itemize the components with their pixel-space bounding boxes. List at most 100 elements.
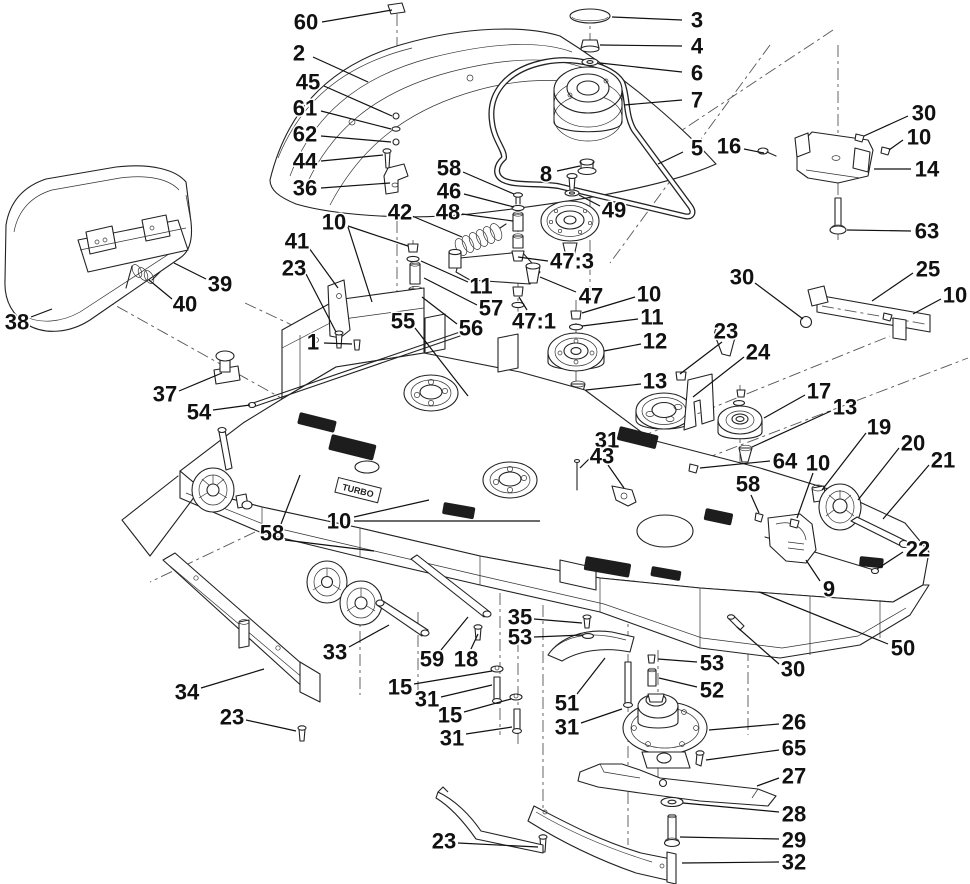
callout-leader-13 [585,383,642,391]
callout-label-1: 1 [307,330,319,355]
callout-leader-47:1 [518,296,528,311]
callout-label-6: 6 [691,61,703,86]
callout-label-37: 37 [153,382,177,407]
callout-leader-63 [846,229,912,232]
callout-label-20: 20 [901,431,925,456]
callout-leader-58 [750,494,760,514]
clutch-brake-assembly [540,158,600,257]
callout-leader-31 [440,684,493,698]
callout-leader-18 [470,633,479,650]
callout-leader-37 [178,372,223,392]
callout-label-47:3: 47:3 [550,249,594,274]
callout-label-53: 53 [700,651,724,676]
callout-label-11: 11 [469,274,492,299]
callout-leader-10 [888,139,904,151]
callout-leader-15 [463,698,512,713]
callout-leader-30 [754,282,804,320]
spacer-hardware-column [511,192,525,249]
callout-leader-36 [320,182,391,189]
rear-baffle-51 [547,614,745,687]
callout-label-39: 39 [208,272,232,297]
callout-label-50: 50 [891,636,915,661]
callout-leader-23 [457,842,539,848]
spindle-assembly [622,693,708,769]
caster-arm [767,513,817,564]
callout-leader-45 [323,85,393,117]
callout-leader-26 [708,723,780,731]
callout-leader-11 [420,260,469,283]
callout-label-12: 12 [643,329,667,354]
callout-label-11: 11 [640,305,663,330]
callout-leader-56 [421,296,458,325]
callout-label-60: 60 [294,10,318,35]
callout-leader-2 [312,56,369,83]
callout-label-38: 38 [5,310,29,335]
callout-label-51: 51 [555,691,579,716]
bottom-baffles [435,786,677,884]
callout-leader-65 [705,749,780,761]
callout-label-19: 19 [867,415,891,440]
callout-label-57: 57 [479,296,503,321]
callout-label-24: 24 [746,340,771,365]
cap-nut-washer-stack [569,8,611,67]
callout-label-17: 17 [807,379,831,404]
callout-label-23: 23 [282,256,306,281]
skid-rail [162,552,321,742]
callout-label-26: 26 [782,710,806,735]
callout-label-33: 33 [323,640,347,665]
callout-leader-19 [821,432,867,491]
callout-label-31: 31 [595,428,619,453]
caster-wheels-front [306,560,430,637]
callout-label-31: 31 [555,715,579,740]
callout-leader-21 [882,464,930,520]
callout-label-47: 47 [579,284,603,309]
callout-label-7: 7 [691,88,703,113]
callout-label-65: 65 [782,736,806,761]
callout-label-28: 28 [782,802,806,827]
callout-label-53: 53 [508,625,532,650]
deck-spindle-pulley-center [482,461,538,499]
callout-leader-46 [463,193,515,208]
callout-label-36: 36 [293,176,317,201]
callout-label-63: 63 [915,219,939,244]
callout-label-40: 40 [173,292,197,317]
callout-label-10: 10 [637,282,661,307]
callout-leader-58 [462,171,515,195]
callout-label-18: 18 [454,647,478,672]
callout-label-9: 9 [823,577,835,602]
callout-label-58: 58 [437,156,461,181]
idler-arm-assembly [448,223,541,309]
callout-label-41: 41 [285,229,309,254]
callout-label-15: 15 [438,703,462,728]
callout-label-59: 59 [420,647,444,672]
rear-bracket-14 [757,131,891,235]
callout-leader-17 [763,394,806,419]
callout-leader-59 [440,616,469,651]
callout-leader-53 [657,658,698,663]
callout-leader-58 [284,539,375,552]
mower-deck: TURBO [121,279,930,659]
callout-leader-35 [533,618,583,624]
callout-leader-3 [611,16,683,21]
callout-leader-12 [603,343,642,352]
callout-label-23: 23 [220,705,244,730]
callout-label-64: 64 [773,449,798,474]
callout-leader-49 [578,194,601,207]
callout-label-16: 16 [717,134,741,159]
callout-label-42: 42 [388,200,412,225]
callout-leader-10 [347,226,373,303]
callout-leader-11 [581,318,639,327]
callout-leader-53 [533,634,584,638]
callout-label-30: 30 [912,101,936,126]
callout-label-25: 25 [916,257,940,282]
idler-pulley-17 [717,389,763,463]
callout-label-8: 8 [540,162,552,187]
callout-leader-48 [461,213,514,222]
callout-label-10: 10 [943,283,967,308]
callout-leader-10 [581,296,636,314]
callout-leader-32 [681,861,780,864]
callout-leader-30 [863,115,909,137]
callout-leader-31 [579,449,599,469]
